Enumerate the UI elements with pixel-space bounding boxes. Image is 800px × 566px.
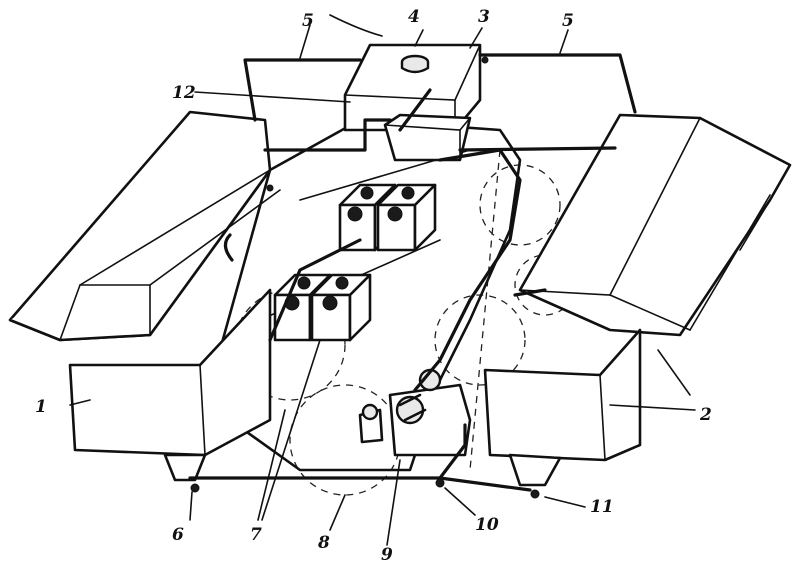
battery-blocks [273, 183, 437, 342]
label-12: 12 [172, 83, 196, 103]
label-10: 10 [475, 515, 499, 535]
right-wing-tank-2 [518, 113, 792, 337]
battery-rear-right [376, 183, 437, 252]
part-labels: 5 4 3 5 12 1 2 6 7 8 9 10 11 [35, 7, 712, 565]
label-4: 4 [408, 7, 420, 27]
label-2: 2 [699, 405, 712, 425]
label-8: 8 [317, 533, 330, 553]
filler-cap-4 [400, 54, 430, 74]
left-wing-tank-1 [8, 110, 281, 342]
valve-fittings [190, 56, 540, 499]
right-lower-block [483, 328, 642, 487]
top-tank-3 [343, 43, 482, 132]
label-9: 9 [381, 545, 393, 565]
battery-front-right [310, 273, 372, 342]
front-box-unit [383, 113, 472, 162]
pipelines [188, 53, 637, 492]
label-3: 3 [478, 7, 490, 27]
label-5-left: 5 [302, 11, 314, 31]
label-6: 6 [172, 525, 184, 545]
left-lower-block [68, 288, 272, 482]
label-7: 7 [250, 525, 262, 545]
label-11: 11 [590, 497, 614, 517]
label-5-right: 5 [562, 11, 574, 31]
leader-lines [69, 14, 696, 546]
label-1: 1 [35, 397, 47, 417]
pump-unit-9 [358, 368, 472, 457]
